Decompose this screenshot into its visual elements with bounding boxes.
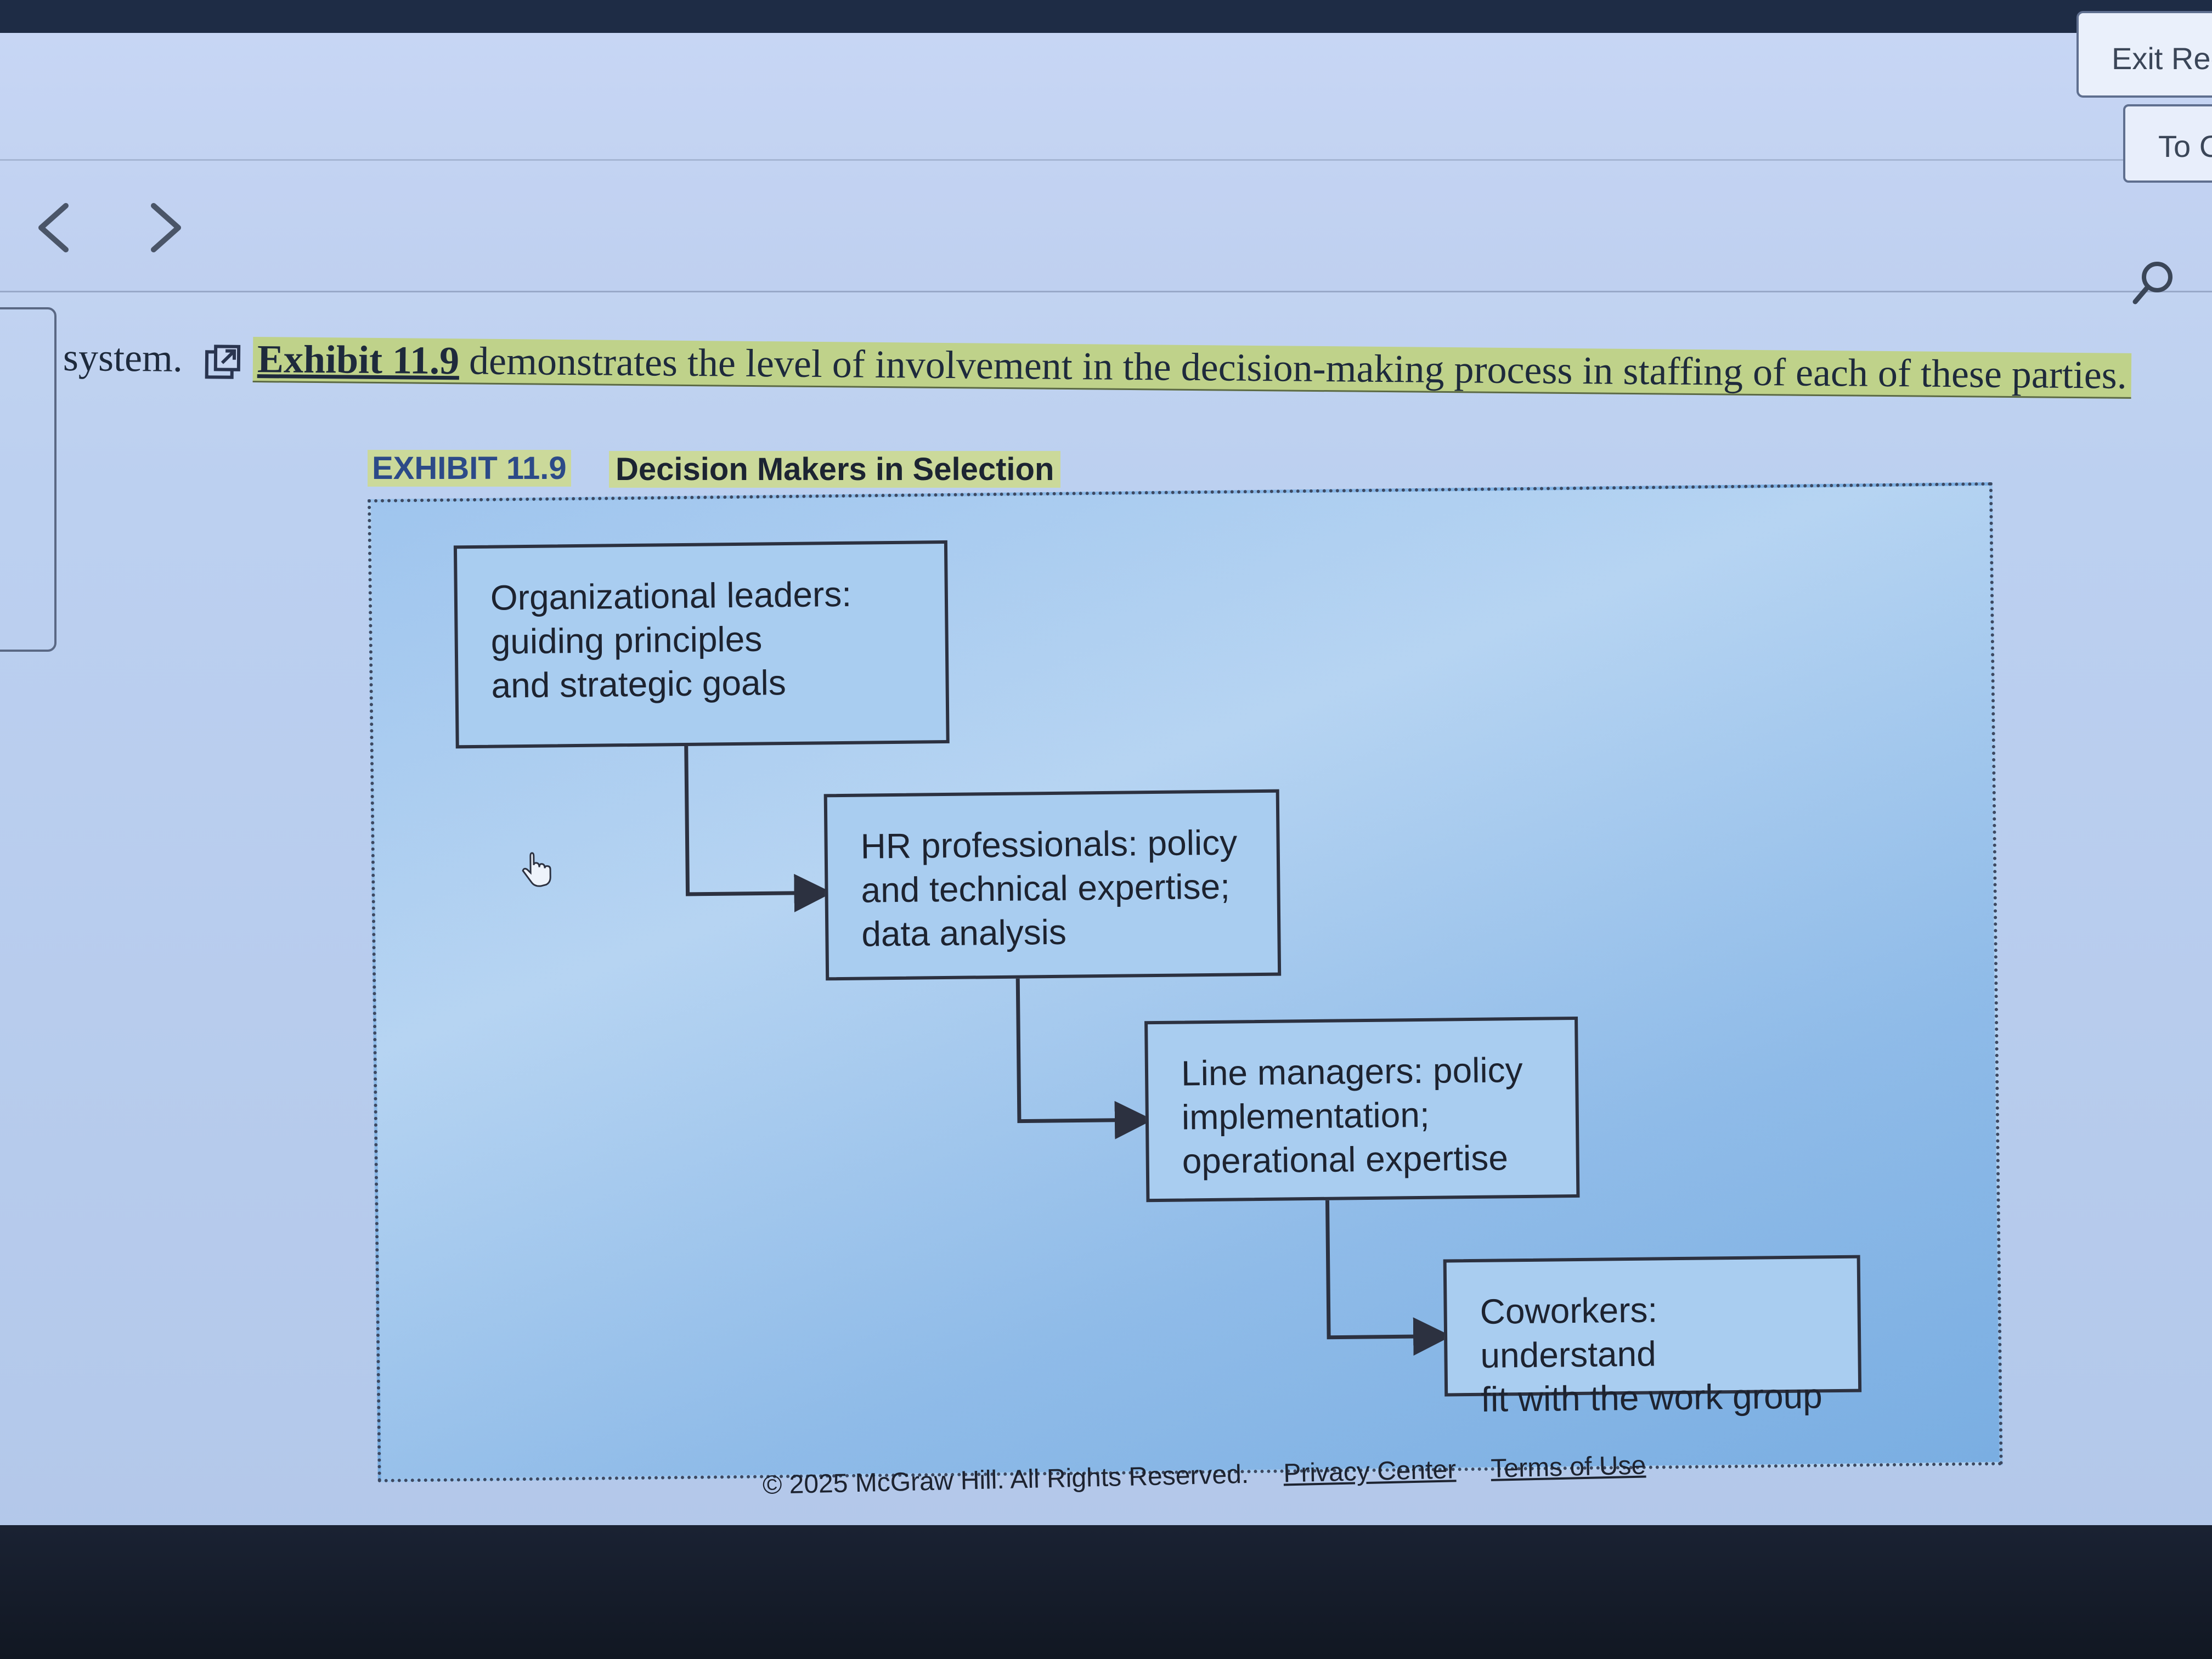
side-panel-tab[interactable] (0, 307, 57, 652)
node-hr-professionals: HR professionals: policy and technical e… (823, 789, 1282, 981)
node-organizational-leaders: Organizational leaders: guiding principl… (453, 540, 950, 749)
node-coworkers: Coworkers: understand fit with the work … (1443, 1255, 1862, 1419)
reader-toolbar: Exit Rec To C (0, 11, 2212, 304)
privacy-center-link[interactable]: Privacy Center (1283, 1455, 1457, 1488)
body-text: demonstrates the level of involvement in… (459, 338, 2128, 397)
lead-text: system. (63, 335, 183, 380)
exit-reader-label: Exit Rec (2112, 41, 2212, 76)
toolbar-divider (0, 159, 2212, 161)
chevron-right-icon (151, 203, 181, 252)
table-of-contents-button[interactable]: To C (2123, 104, 2212, 183)
terms-of-use-link[interactable]: Terms of Use (1490, 1451, 1646, 1483)
hand-cursor-icon (517, 851, 556, 890)
connector-line-to-coworkers (1325, 1200, 1452, 1356)
next-page-button[interactable] (143, 198, 192, 258)
exhibit-number: EXHIBIT 11.9 (368, 450, 571, 487)
ebook-reader-screen: Exit Rec To C system. (0, 11, 2212, 1558)
search-icon (2132, 262, 2172, 304)
exhibit-link[interactable]: Exhibit 11.9 (257, 337, 460, 383)
connector-leaders-to-hr (684, 746, 833, 912)
exit-reader-button[interactable]: Exit Rec (2076, 11, 2212, 98)
body-paragraph: system. Exhibit 11.9 demonstrates the le… (63, 335, 2132, 399)
chevron-left-icon (38, 203, 69, 252)
previous-page-button[interactable] (27, 198, 77, 258)
exhibit-title: Decision Makers in Selection (609, 451, 1061, 488)
node-line-managers: Line managers: policy implementation; op… (1144, 1016, 1580, 1203)
connector-hr-to-line (1015, 978, 1153, 1139)
decision-makers-diagram: Organizational leaders: guiding principl… (368, 482, 2003, 1482)
external-link-icon[interactable] (204, 343, 242, 382)
highlighted-passage: Exhibit 11.9 demonstrates the level of i… (252, 337, 2132, 399)
toc-label: To C (2158, 129, 2212, 163)
search-button[interactable] (2129, 258, 2178, 307)
laptop-bezel (0, 1525, 2212, 1659)
diagram-connectors (684, 746, 1452, 1356)
reading-pane: system. Exhibit 11.9 demonstrates the le… (0, 291, 2212, 1553)
